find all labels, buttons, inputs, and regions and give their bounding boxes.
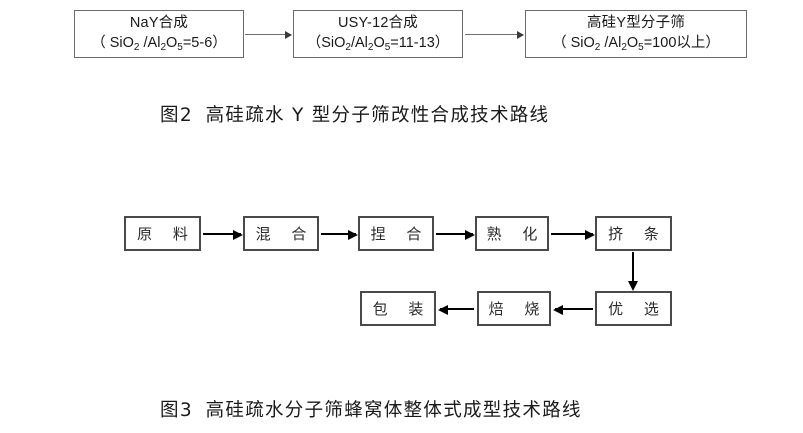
flow-node-kneading: 捏 合: [358, 216, 434, 251]
fig2-arrow-raw-to-mix: [203, 229, 243, 240]
flow-node-nay-synthesis: NaY合成 （ SiO2 /Al2O5=5-6）: [74, 10, 244, 58]
flow-node-raw-material: 原 料: [124, 216, 201, 251]
flow-node-extrusion: 挤 条: [595, 216, 672, 251]
node-label: 混 合: [255, 225, 315, 243]
node-label: 捏 合: [370, 225, 430, 243]
node-title: USY-12合成: [337, 15, 419, 32]
node-label: 焙 烧: [488, 300, 548, 318]
node-title: 高硅Y型分子筛: [586, 15, 686, 32]
flow-node-aging: 熟 化: [475, 216, 549, 251]
node-label: 优 选: [608, 300, 667, 318]
fig2-arrow-calcination-to-packaging: [438, 304, 474, 315]
caption-label: 图: [160, 400, 180, 421]
fig1-arrow-1: [245, 31, 292, 39]
node-label: 熟 化: [486, 225, 546, 243]
fig1-arrow-2: [465, 31, 524, 39]
caption-number: 3: [179, 400, 192, 421]
fig2-arrow-selection-to-calcination: [553, 304, 593, 315]
flow-node-packaging: 包 装: [360, 291, 436, 326]
flow-node-selection: 优 选: [595, 291, 672, 326]
node-formula: （SiO2/Al2O5=11-13）: [306, 34, 450, 53]
node-formula: （ SiO2 /Al2O5=100以上）: [552, 34, 720, 53]
node-title: NaY合成: [129, 15, 189, 32]
flow-node-calcination: 焙 烧: [477, 291, 551, 326]
node-formula: （ SiO2 /Al2O5=5-6）: [91, 34, 227, 53]
figure-1-caption: 图2 高硅疏水 Y 型分子筛改性合成技术路线: [160, 101, 549, 127]
figure-2-caption: 图3 高硅疏水分子筛蜂窝体整体式成型技术路线: [160, 396, 582, 422]
fig2-arrow-knead-to-aging: [436, 229, 475, 240]
node-label: 挤 条: [608, 225, 667, 243]
flow-node-mixing: 混 合: [243, 216, 319, 251]
flow-node-high-silica-y-zeolite: 高硅Y型分子筛 （ SiO2 /Al2O5=100以上）: [525, 10, 747, 58]
flow-node-usy12-synthesis: USY-12合成 （SiO2/Al2O5=11-13）: [293, 10, 463, 58]
caption-label: 图: [160, 105, 180, 126]
fig2-arrow-aging-to-extrusion: [551, 229, 595, 240]
caption-text: 高硅疏水 Y 型分子筛改性合成技术路线: [205, 105, 550, 126]
caption-text: 高硅疏水分子筛蜂窝体整体式成型技术路线: [205, 400, 582, 421]
node-label: 包 装: [372, 300, 432, 318]
node-label: 原 料: [137, 225, 196, 243]
fig2-arrow-mix-to-knead: [321, 229, 358, 240]
fig2-arrow-extrusion-to-selection: [627, 252, 638, 291]
caption-number: 2: [179, 105, 192, 126]
